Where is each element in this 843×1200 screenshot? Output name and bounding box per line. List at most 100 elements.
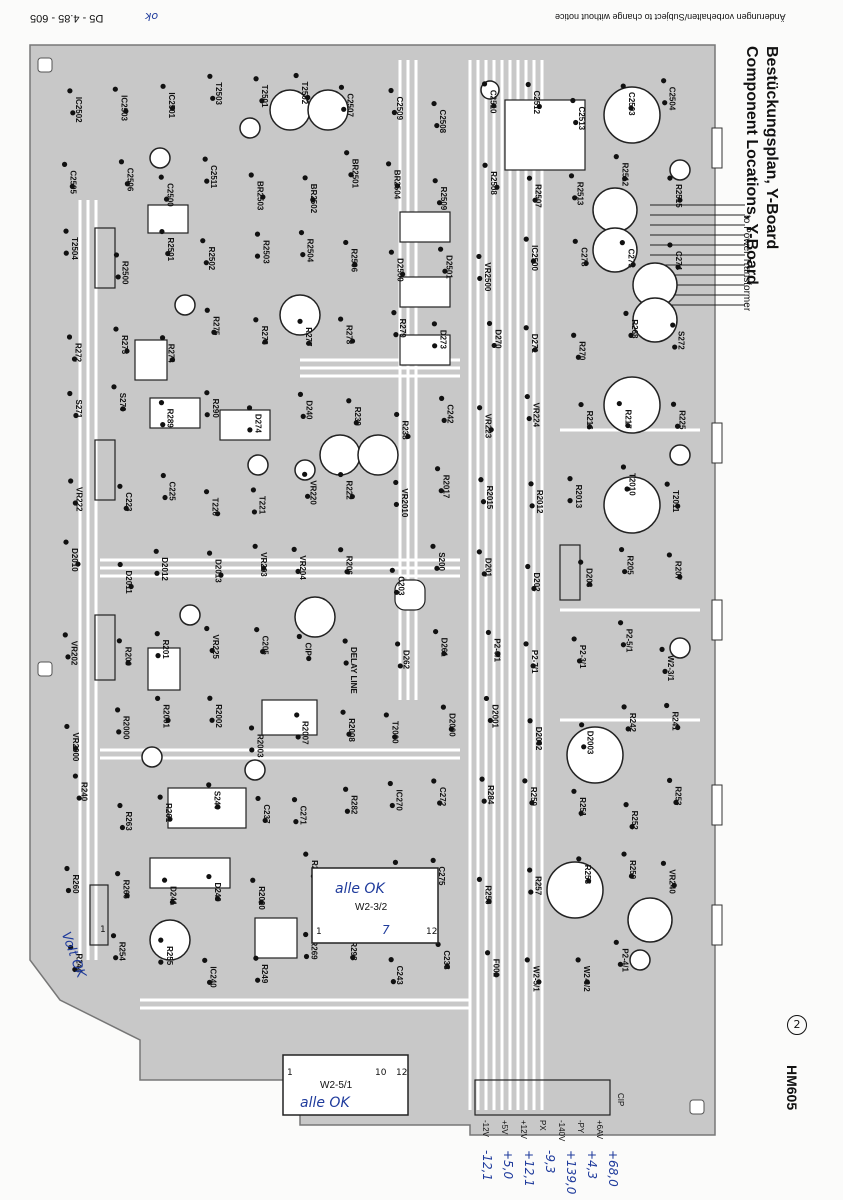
component-label: C272 [438, 787, 447, 807]
component-label: R217 [623, 410, 632, 430]
solder-pad [64, 723, 70, 730]
scribble-ok: ok [145, 10, 159, 23]
component-label: R261 [164, 803, 173, 823]
solder-pad [261, 565, 267, 571]
component-label: D2011 [124, 571, 133, 595]
component-label: R284 [486, 785, 495, 805]
chip-upper-note: alle OK [335, 881, 385, 897]
solder-pad [210, 95, 216, 101]
solder-pad [160, 422, 166, 428]
component-label: R207 [673, 561, 682, 581]
solder-pad [441, 650, 447, 657]
solder-pad [666, 552, 672, 558]
solder-pad [160, 472, 166, 479]
component-label: P2-5/1 [625, 629, 634, 653]
component-label: D2013 [214, 559, 223, 583]
solder-pad [165, 717, 171, 723]
solder-pad [338, 547, 344, 553]
solder-pad [255, 795, 261, 802]
component-label: R2017 [442, 475, 451, 499]
solder-pad [204, 412, 210, 418]
solder-pad [352, 261, 358, 268]
component-label: C2507 [345, 93, 354, 117]
model-label: HM605 [784, 1065, 800, 1111]
solder-pad [260, 648, 266, 655]
component-label: C223 [124, 492, 133, 512]
solder-pad [575, 354, 582, 360]
solder-pad [70, 110, 76, 116]
component-label: R249 [260, 964, 269, 984]
solder-pad [431, 321, 438, 327]
solder-pad [671, 882, 677, 888]
solder-pad [250, 487, 256, 493]
component-label: D240 [213, 883, 222, 903]
solder-pad [486, 898, 492, 904]
chip-upper-pin-right: 12 [426, 927, 438, 937]
component-label: D270 [494, 329, 503, 349]
component-label: R2013 [574, 485, 583, 509]
solder-pad [128, 583, 134, 590]
component-label: VR2000 [71, 732, 80, 761]
component-label: R290 [211, 399, 220, 419]
component-label: R256 [483, 885, 492, 905]
solder-pad [568, 173, 575, 179]
solder-pad [675, 724, 681, 731]
solder-pad [523, 236, 529, 242]
connector-pin-label: +6AV [595, 1120, 604, 1140]
solder-pad [623, 802, 629, 808]
solder-pad [476, 253, 482, 260]
solder-pad [385, 161, 392, 167]
solder-pad [215, 804, 221, 810]
solder-pad [531, 585, 537, 592]
component-label: IC240 [209, 966, 218, 988]
component-label: C2510 [489, 90, 498, 114]
solder-pad [578, 401, 584, 408]
component-label: R266 [122, 880, 131, 900]
component-label: R2502 [207, 247, 216, 271]
solder-pad [387, 780, 393, 787]
component-label: T220 [211, 498, 220, 517]
component-label: IC2502 [74, 97, 83, 123]
solder-pad [254, 231, 261, 237]
solder-pad [661, 78, 667, 84]
component-label: D203 [585, 568, 594, 588]
component-label: VR223 [484, 414, 493, 439]
solder-pad [620, 83, 626, 89]
solder-pad [110, 933, 117, 939]
component-label: R257 [534, 876, 543, 896]
title-german: Bestückungsplan, Y-Board [763, 46, 780, 250]
solder-pad [477, 405, 483, 411]
component-label: R269 [310, 940, 319, 960]
solder-pad [620, 642, 627, 648]
solder-pad [300, 413, 306, 419]
solder-pad [659, 646, 665, 652]
solder-pad [215, 511, 221, 517]
solder-pad [389, 567, 395, 573]
solder-pad [617, 620, 624, 626]
solder-pad [169, 899, 176, 905]
solder-pad [526, 415, 532, 422]
solder-pad [583, 260, 589, 266]
component-label: R258 [583, 865, 592, 885]
solder-pad [155, 695, 161, 701]
solder-pad [118, 159, 125, 165]
solder-pad [388, 249, 395, 255]
solder-pad [494, 184, 500, 190]
solder-pad [476, 876, 483, 882]
solder-pad [200, 238, 206, 244]
solder-pad [255, 977, 261, 983]
solder-pad [68, 944, 74, 951]
solder-pad [206, 782, 212, 788]
component-label: C2511 [209, 165, 218, 189]
component-label: C203 [396, 576, 405, 596]
solder-pad [204, 625, 210, 632]
solder-pad [393, 501, 400, 508]
solder-pad [298, 229, 305, 236]
solder-pad [571, 636, 577, 642]
solder-pad [65, 887, 72, 894]
solder-pad [153, 548, 159, 554]
component-label: S240 [213, 791, 222, 810]
chip-upper-pin-left: 1 [316, 927, 322, 937]
component-label: IC270 [394, 790, 403, 812]
component-label: C274 [674, 251, 683, 271]
